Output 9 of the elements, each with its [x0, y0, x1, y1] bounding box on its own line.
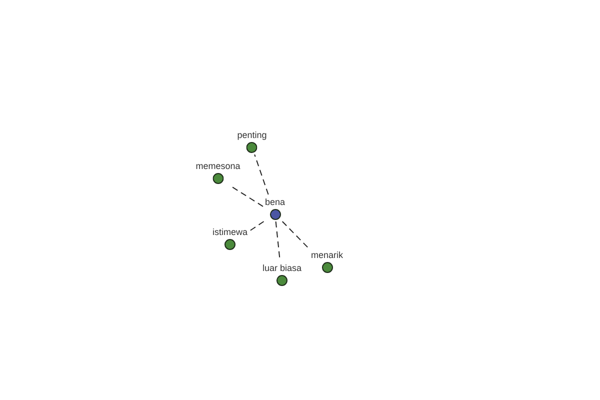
- connector-line: [254, 154, 269, 195]
- node-label: menarik: [311, 250, 343, 260]
- node-label: penting: [237, 130, 267, 140]
- node-label: istimewa: [212, 226, 248, 238]
- node-label: luar biasa: [262, 262, 302, 274]
- node-label: memesona: [196, 160, 240, 172]
- connector-line: [249, 221, 264, 232]
- node-label: bena: [264, 196, 286, 208]
- connector-line: [282, 221, 310, 250]
